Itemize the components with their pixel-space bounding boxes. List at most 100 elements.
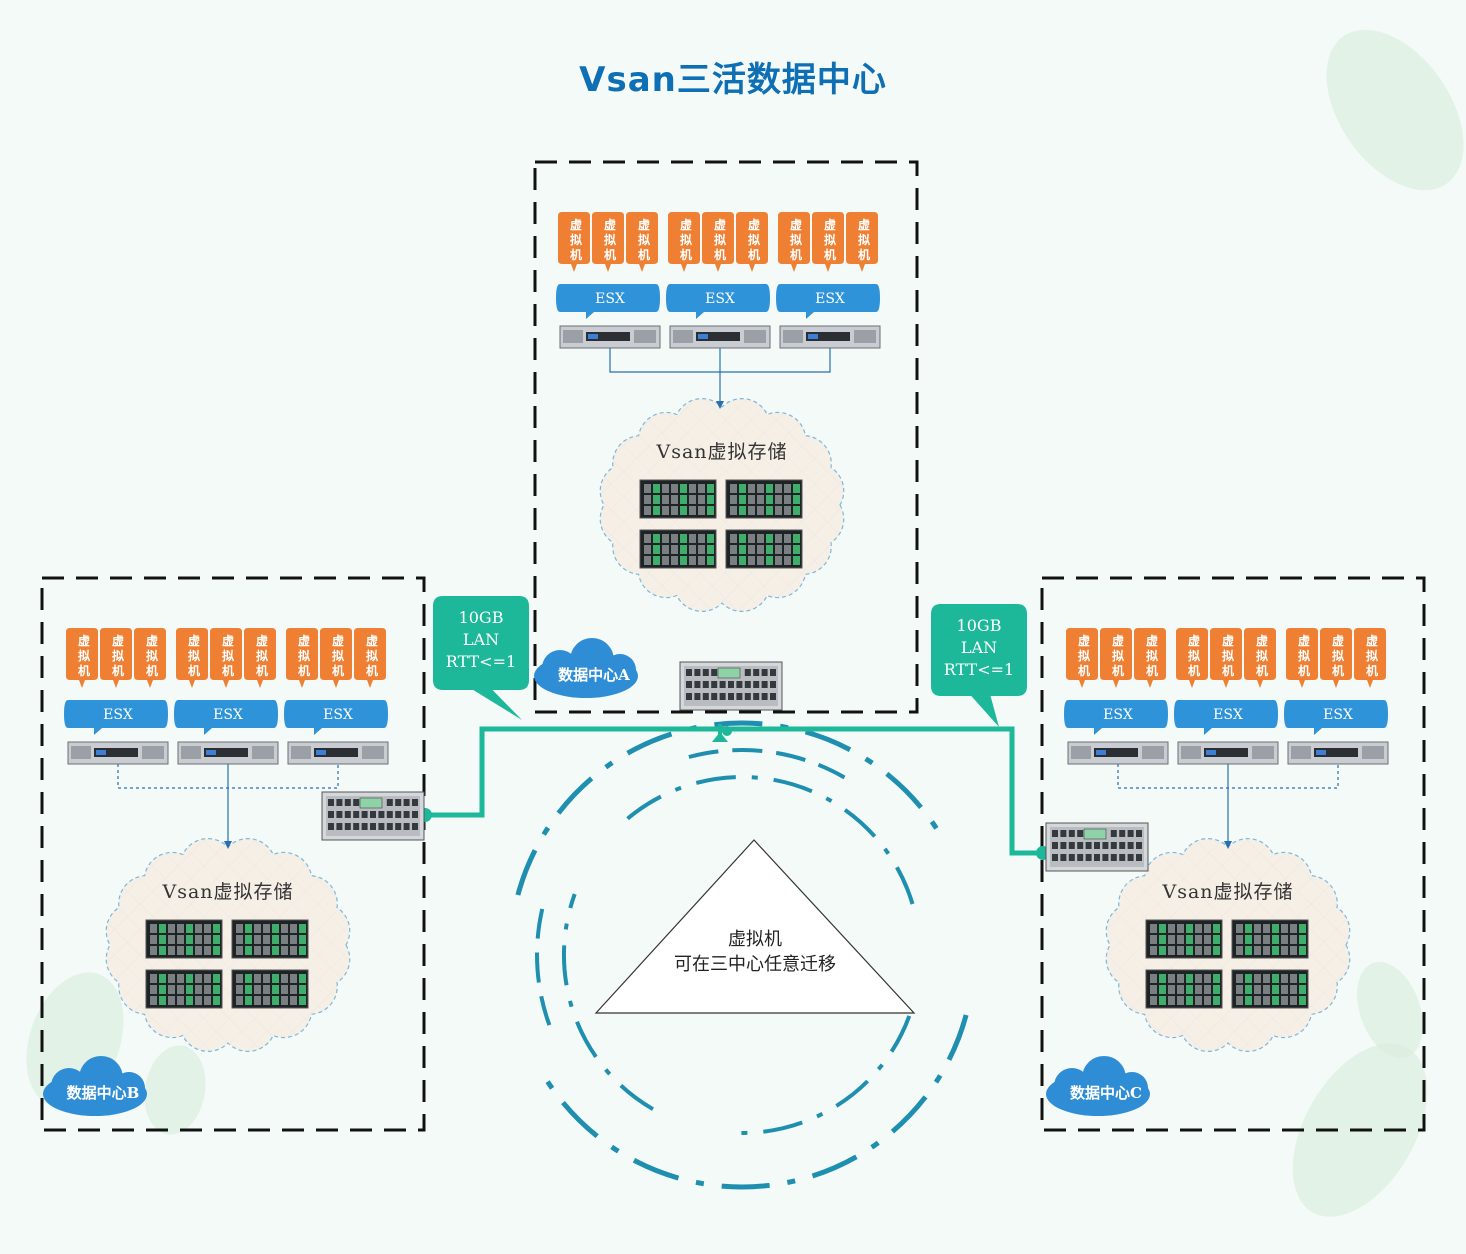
vm-label: 虚 [366,633,378,648]
migration-arc [726,1015,912,1135]
network-switch [679,661,783,711]
vm-label: 虚 [332,633,344,648]
esx-host: ESX [556,284,660,319]
datacenter-name: 数据中心A [558,666,630,684]
vm-label: 机 [824,247,836,262]
vm-label: 拟 [146,648,158,663]
vm-label: 拟 [824,232,836,247]
esx-label: ESX [323,707,353,723]
storage-array [1231,919,1309,959]
esx-label: ESX [103,707,133,723]
vm-label: 拟 [1112,648,1124,663]
vm-label: 虚 [1298,633,1310,648]
migration-arcs [515,720,969,1190]
esx-label: ESX [705,291,735,307]
vm-box: 虚拟机 [702,212,734,272]
page-title: Vsan三活数据中心 [579,60,887,100]
vm-label: 机 [790,247,802,262]
storage-array [639,529,717,569]
vm-label: 拟 [256,648,268,663]
vm-label: 拟 [1332,648,1344,663]
vm-label: 拟 [680,232,692,247]
vm-box: 虚拟机 [1066,628,1098,688]
datacenter-c: 虚拟机虚拟机虚拟机ESX虚拟机虚拟机虚拟机ESX虚拟机虚拟机虚拟机ESXVsan… [1040,576,1426,1132]
vm-label: 拟 [1222,648,1234,663]
migration-arc [626,775,916,910]
rack-server [67,741,169,765]
vm-label: 拟 [188,648,200,663]
esx-host: ESX [776,284,880,319]
datacenter-name: 数据中心B [67,1084,140,1102]
esx-host: ESX [64,700,168,735]
vm-label: 虚 [790,217,802,232]
vm-label: 机 [222,663,234,678]
vm-label: 拟 [714,232,726,247]
migration-arc [515,720,946,896]
vm-label: 虚 [298,633,310,648]
vm-label: 虚 [78,633,90,648]
migration-note-title: 虚拟机 [728,929,782,950]
vm-box: 虚拟机 [668,212,700,272]
migration-arc [538,1014,969,1190]
vm-label: 机 [1366,663,1378,678]
storage-label: Vsan虚拟存储 [1161,881,1293,903]
vm-label: 拟 [790,232,802,247]
vm-label: 机 [1222,663,1234,678]
datacenter-badge: 数据中心C [1046,1056,1150,1116]
vm-label: 拟 [604,232,616,247]
vm-box: 虚拟机 [1244,628,1276,688]
vm-label: 虚 [1222,633,1234,648]
datacenter-b: 虚拟机虚拟机虚拟机ESX虚拟机虚拟机虚拟机ESX虚拟机虚拟机虚拟机ESXVsan… [40,576,426,1132]
vm-box: 虚拟机 [210,628,242,688]
datacenter-badge: 数据中心A [534,638,638,698]
storage-array [231,919,309,959]
link-spec: LAN [463,630,499,649]
vm-label: 机 [1256,663,1268,678]
rack-server [779,325,881,349]
vm-box: 虚拟机 [1354,628,1386,688]
link-spec: RTT<=1 [446,652,516,671]
vm-label: 机 [298,663,310,678]
storage-array [725,479,803,519]
vm-label: 拟 [1146,648,1158,663]
datacenter-boundary [40,576,426,1132]
esx-host: ESX [1064,700,1168,735]
vm-label: 机 [366,663,378,678]
vm-label: 拟 [1188,648,1200,663]
vm-label: 虚 [1078,633,1090,648]
datacenter-badge: 数据中心B [43,1056,147,1116]
vm-label: 虚 [680,217,692,232]
esx-label: ESX [1213,707,1243,723]
storage-array [1145,919,1223,959]
vm-box: 虚拟机 [1176,628,1208,688]
vm-box: 虚拟机 [1320,628,1352,688]
esx-host: ESX [284,700,388,735]
esx-label: ESX [213,707,243,723]
esx-host: ESX [1284,700,1388,735]
vm-label: 机 [1112,663,1124,678]
network-links [418,724,1050,860]
vm-box: 虚拟机 [592,212,624,272]
vm-box: 虚拟机 [1286,628,1318,688]
vm-label: 虚 [858,217,870,232]
datacenter-name: 数据中心C [1070,1084,1142,1102]
storage-cloud [105,838,351,1052]
datacenter-a: 虚拟机虚拟机虚拟机ESX虚拟机虚拟机虚拟机ESX虚拟机虚拟机虚拟机ESXVsan… [533,160,919,714]
lan-link [425,726,1046,856]
leaf-decoration [26,29,1464,1217]
vm-label: 虚 [570,217,582,232]
vm-box: 虚拟机 [100,628,132,688]
vm-label: 拟 [298,648,310,663]
vm-label: 虚 [1112,633,1124,648]
link-endpoint [722,726,732,736]
storage-array [725,529,803,569]
rack-server [177,741,279,765]
rack-server [1177,741,1279,765]
vm-label: 虚 [188,633,200,648]
vm-box: 虚拟机 [778,212,810,272]
link-spec: LAN [961,638,997,657]
vm-box: 虚拟机 [1100,628,1132,688]
vm-label: 机 [604,247,616,262]
